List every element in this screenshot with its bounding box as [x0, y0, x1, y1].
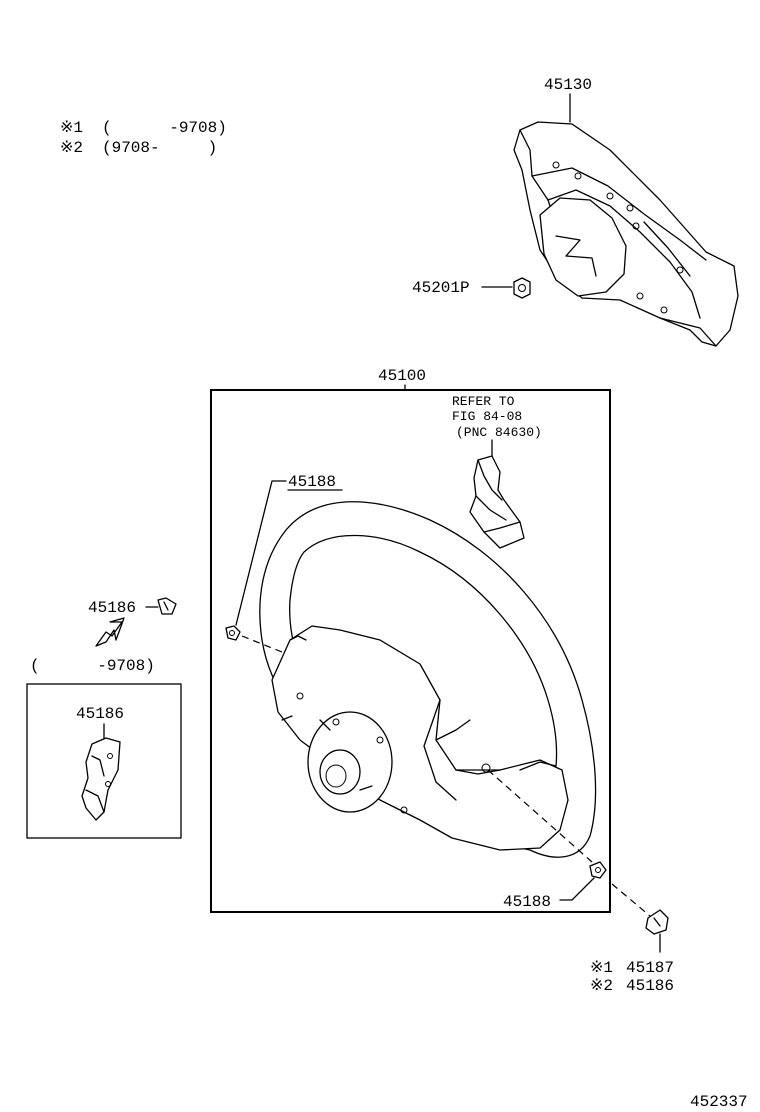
- arrow-icon: [95, 617, 125, 647]
- refer-line-2: FIG 84-08: [452, 409, 522, 424]
- label-45100: 45100: [378, 367, 426, 385]
- label-45130: 45130: [544, 76, 592, 94]
- screw-45188-top: [225, 625, 241, 641]
- leader-45188-top: [235, 480, 287, 626]
- date-range-inset: ( -9708): [30, 657, 155, 675]
- cap-45187: [645, 909, 669, 935]
- refer-line-3: (PNC 84630): [456, 425, 542, 440]
- leader-45188-bottom: [559, 877, 595, 901]
- variant1-part: 45187: [626, 959, 674, 977]
- inset-box-45186: [26, 683, 182, 839]
- assembly-box-45100: [210, 389, 611, 913]
- bracket-45186: [81, 737, 121, 821]
- legend-mark-2: ※2: [60, 139, 83, 157]
- label-45201p: 45201P: [412, 279, 470, 297]
- legend-mark-1: ※1: [60, 119, 83, 137]
- label-45186-arrow: 45186: [88, 599, 136, 617]
- variant1-mark: ※1: [590, 959, 613, 977]
- steering-cover-45130: [513, 121, 739, 347]
- legend-text-1: ( -9708): [102, 119, 227, 137]
- figure-number: 452337: [690, 1093, 748, 1111]
- dashline-cap: [611, 883, 651, 917]
- steering-wheel: [259, 501, 597, 858]
- legend-text-2: (9708- ): [102, 139, 217, 157]
- clip-45186: [157, 597, 177, 615]
- label-45186-inset: 45186: [76, 705, 124, 723]
- label-45188-top: 45188: [288, 473, 336, 491]
- refer-line-1: REFER TO: [452, 394, 515, 409]
- screw-45188-bottom: [589, 861, 607, 879]
- nut-45201p: [513, 277, 531, 299]
- horn-switch-part: [469, 455, 525, 549]
- label-45188-bottom: 45188: [503, 893, 551, 911]
- variant2-part: 45186: [626, 977, 674, 995]
- variant2-mark: ※2: [590, 977, 613, 995]
